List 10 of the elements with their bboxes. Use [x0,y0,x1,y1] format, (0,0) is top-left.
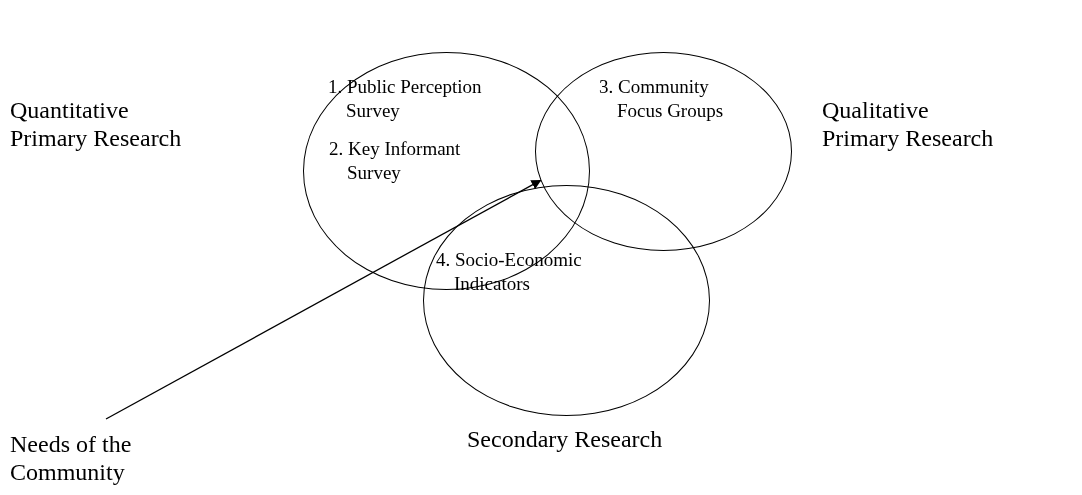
list-item: 2. Key Informant Survey [329,137,462,185]
set-label: Secondary Research [467,425,664,453]
leader-arrow [105,179,542,420]
node-label: Needs of the Community [10,430,133,486]
venn-circle [423,185,710,416]
set-label: Quantitative Primary Research [10,96,183,152]
list-item: 1. Public Perception Survey [328,75,483,123]
list-item: 3. Community Focus Groups [599,75,725,123]
set-label: Qualitative Primary Research [822,96,995,152]
venn-circle [535,52,792,251]
